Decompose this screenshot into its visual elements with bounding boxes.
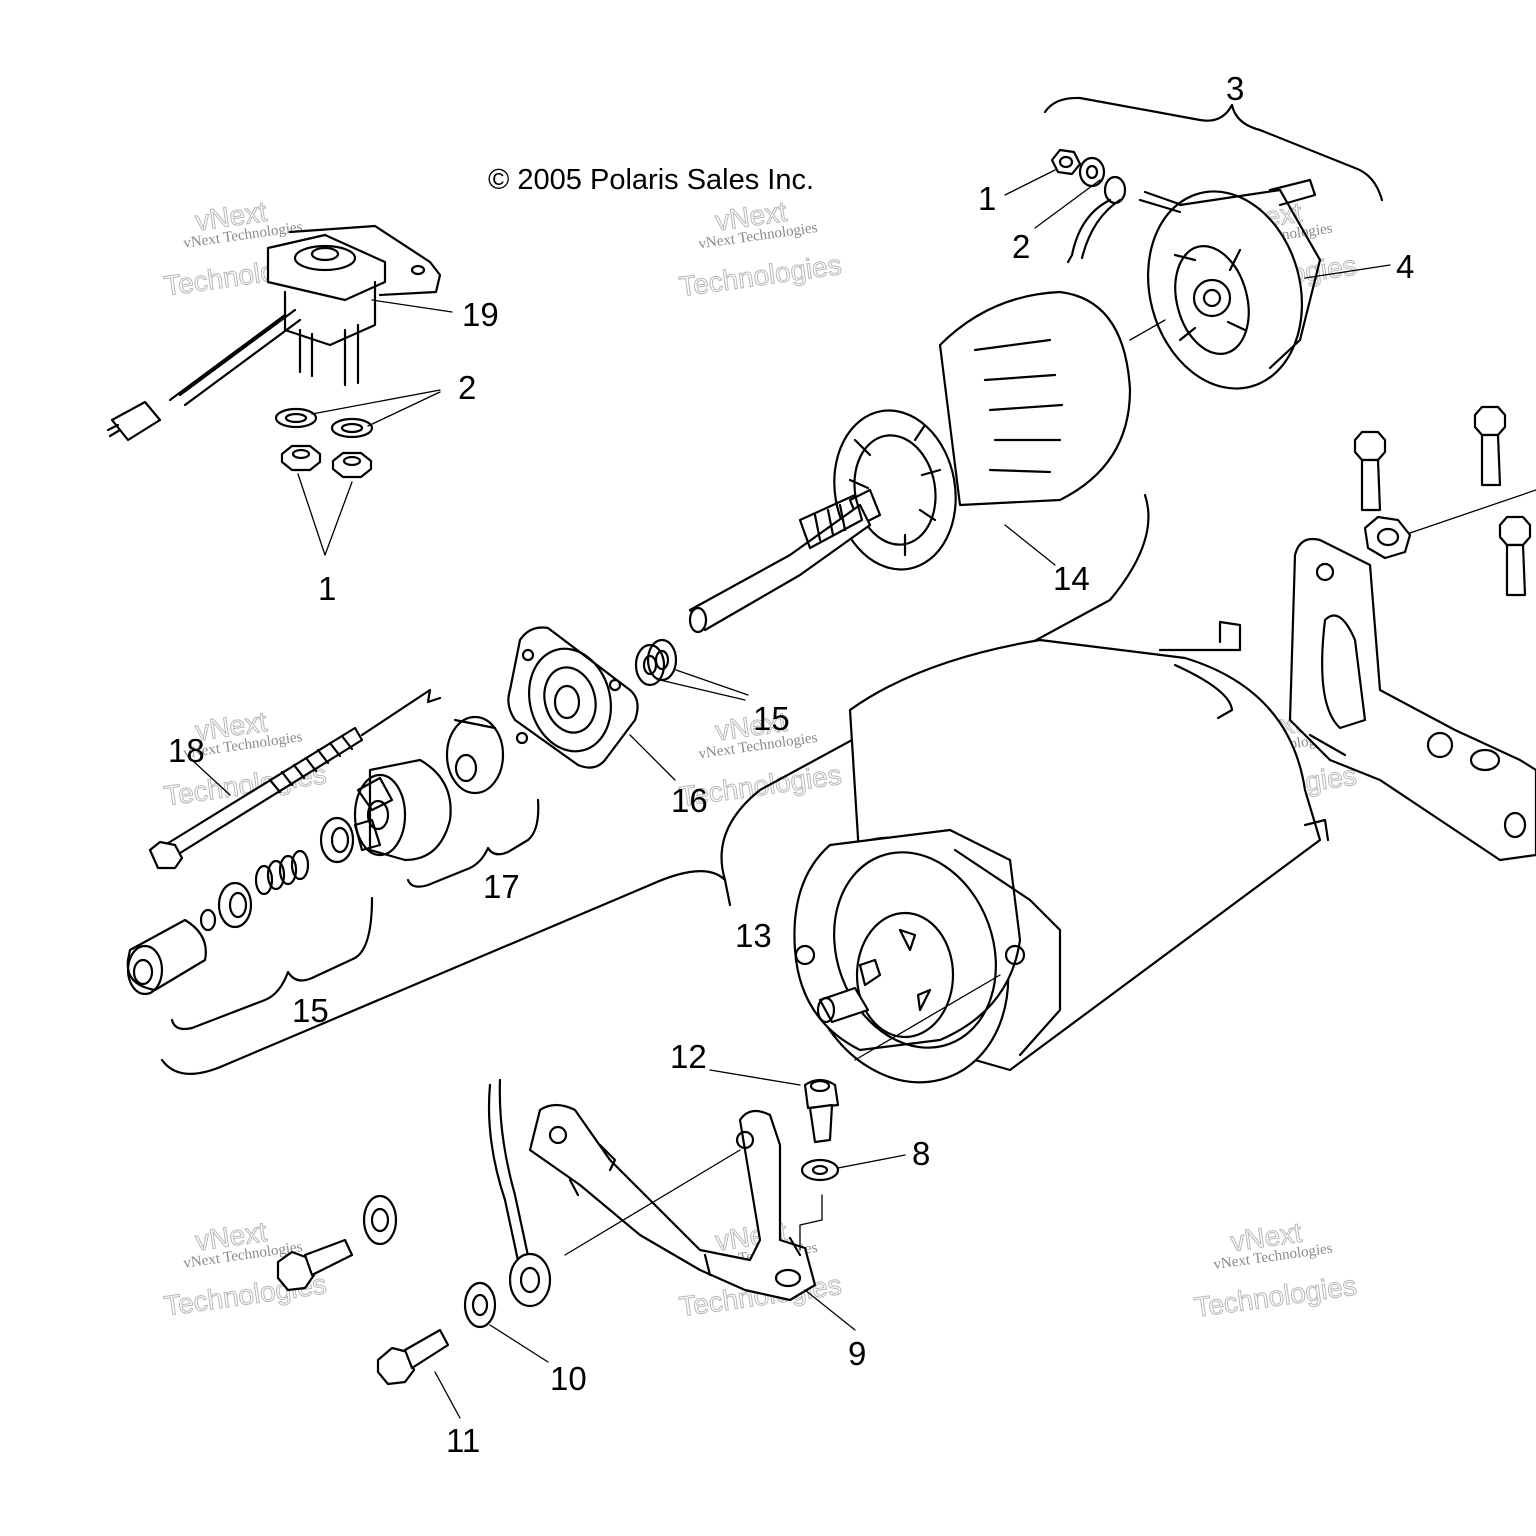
leader-8 bbox=[837, 1154, 906, 1169]
solenoid-hex-nuts bbox=[280, 444, 373, 479]
leader-15-shims bbox=[659, 669, 749, 701]
bracket-17 bbox=[406, 798, 540, 888]
callout-2-endcap: 2 bbox=[1012, 228, 1030, 265]
drive-spring-kit bbox=[126, 816, 355, 996]
leader-4 bbox=[1304, 264, 1391, 279]
leader-1-solenoid bbox=[297, 473, 353, 556]
leader-1-endcap bbox=[1004, 169, 1056, 196]
ground-cable bbox=[487, 1078, 552, 1308]
leader-16 bbox=[629, 734, 676, 781]
starter-support-bracket bbox=[528, 1103, 817, 1302]
hex-bolt-11 bbox=[376, 1328, 450, 1386]
callout-15-shims: 15 bbox=[753, 700, 790, 737]
leader-9 bbox=[804, 1289, 856, 1331]
callout-12: 12 bbox=[670, 1038, 707, 1075]
leader-19 bbox=[371, 299, 453, 313]
leader-14 bbox=[1004, 524, 1056, 566]
leader-8-bracket bbox=[799, 1194, 823, 1251]
armature bbox=[688, 290, 1132, 634]
callout-1-solenoid: 1 bbox=[318, 570, 336, 607]
leader-2-solenoid bbox=[311, 389, 441, 427]
washer-10 bbox=[463, 1281, 497, 1329]
starter-solenoid bbox=[106, 224, 442, 442]
callout-4: 4 bbox=[1396, 248, 1414, 285]
washer-8 bbox=[800, 1158, 840, 1182]
callout-18: 18 bbox=[168, 732, 205, 769]
leader-bracket-axis bbox=[564, 1149, 741, 1256]
end-cap-hardware bbox=[1050, 148, 1127, 264]
leader-11 bbox=[434, 1371, 461, 1419]
callout-19: 19 bbox=[462, 296, 499, 333]
solenoid-lock-washers bbox=[274, 407, 374, 439]
bracket-15-kit bbox=[170, 896, 374, 1031]
end-cap-bracket-3 bbox=[1043, 96, 1384, 202]
callout-3: 3 bbox=[1226, 70, 1244, 107]
starter-motor-assembly bbox=[793, 620, 1330, 1084]
mount-bracket-bolts bbox=[1353, 405, 1536, 597]
leader-motor-axis bbox=[854, 974, 1001, 1061]
callout-17: 17 bbox=[483, 868, 520, 905]
through-bolt bbox=[148, 688, 442, 870]
watermark-bottom-right: vNext vNext Technologies Technologies bbox=[1192, 1216, 1359, 1323]
svg-text:Technologies: Technologies bbox=[1192, 1270, 1358, 1323]
callout-16: 16 bbox=[671, 782, 708, 819]
assembly-bracket-13 bbox=[160, 493, 1150, 1075]
callout-15-kit: 15 bbox=[292, 992, 329, 1029]
callout-2-solenoid: 2 bbox=[458, 369, 476, 406]
callout-10: 10 bbox=[550, 1360, 587, 1397]
callout-14: 14 bbox=[1053, 560, 1090, 597]
armature-shims bbox=[634, 638, 678, 687]
end-cap-brush-holder bbox=[1138, 178, 1322, 390]
leader-2-endcap bbox=[1034, 179, 1101, 229]
callout-9: 9 bbox=[848, 1335, 866, 1372]
socket-head-bolt-12 bbox=[803, 1078, 840, 1144]
watermark-top-center: vNext vNext Technologies Technologies bbox=[677, 196, 844, 303]
drive-end-plate bbox=[507, 626, 639, 769]
svg-text:Technologies: Technologies bbox=[677, 249, 843, 302]
leader-18 bbox=[191, 759, 231, 796]
leader-endcap-axis bbox=[1129, 319, 1166, 341]
leader-10 bbox=[489, 1324, 549, 1363]
pinion-drive-kit bbox=[353, 715, 505, 862]
callout-8: 8 bbox=[912, 1135, 930, 1172]
flange-bolt-left bbox=[276, 1194, 398, 1292]
callout-1-endcap: 1 bbox=[978, 180, 996, 217]
motor-mount-bracket bbox=[1288, 537, 1536, 862]
callout-11: 11 bbox=[446, 1422, 480, 1459]
leader-12 bbox=[709, 1069, 801, 1086]
copyright-notice: © 2005 Polaris Sales Inc. bbox=[488, 164, 814, 196]
callout-13: 13 bbox=[735, 917, 772, 954]
